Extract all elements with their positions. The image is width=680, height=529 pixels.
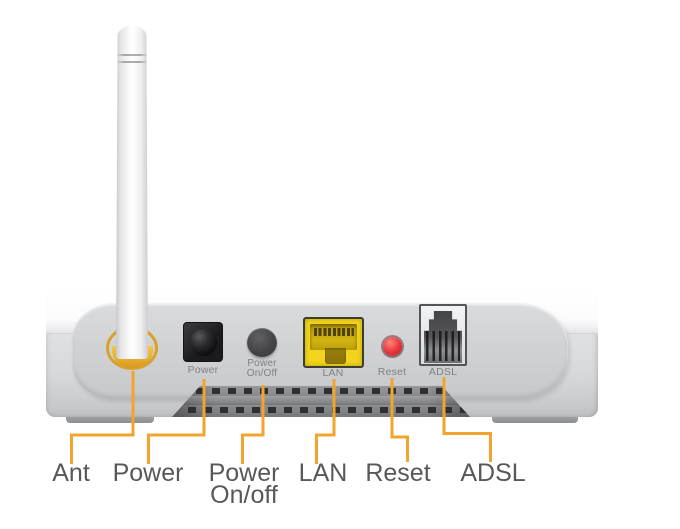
power-jack bbox=[183, 322, 223, 362]
power-switch-label-line2: On/Off bbox=[246, 367, 278, 379]
vent-slot-row-bottom bbox=[188, 407, 470, 413]
callout-power-on-off-line2: On/off bbox=[210, 481, 278, 509]
reset-button-label: Reset bbox=[377, 366, 407, 378]
antenna-groove bbox=[116, 61, 148, 63]
callout-power: Power bbox=[112, 459, 184, 487]
reset-button bbox=[383, 337, 402, 356]
power-jack-label: Power bbox=[187, 364, 219, 376]
power-on-off-button bbox=[247, 328, 277, 357]
adsl-socket bbox=[424, 311, 462, 363]
callout-ant: Ant bbox=[52, 459, 90, 487]
lan-socket-tab bbox=[325, 348, 346, 364]
lan-port-label: LAN bbox=[322, 367, 344, 379]
callout-adsl: ADSL bbox=[460, 459, 526, 487]
lan-socket bbox=[310, 324, 357, 350]
adsl-port-label: ADSL bbox=[428, 366, 458, 378]
callout-reset: Reset bbox=[365, 459, 431, 487]
adsl-port bbox=[419, 304, 467, 366]
antenna bbox=[116, 25, 148, 359]
vent-grille bbox=[172, 386, 470, 417]
callout-power-on-off: Power On/off bbox=[208, 459, 280, 509]
power-jack-hole bbox=[190, 329, 217, 356]
antenna-groove bbox=[116, 54, 148, 56]
power-switch-label-line1: Power bbox=[247, 358, 277, 369]
callout-power-on-off-line1: Power bbox=[208, 459, 280, 487]
vent-grille-divider bbox=[180, 396, 464, 405]
lan-socket-pins bbox=[314, 328, 354, 336]
adsl-socket-pins bbox=[426, 331, 460, 361]
router-foot-right bbox=[492, 414, 578, 423]
lan-port bbox=[303, 317, 364, 368]
power-switch-label: Power On/Off bbox=[234, 359, 290, 378]
vent-slot-row-top bbox=[196, 388, 470, 394]
callout-lan: LAN bbox=[298, 459, 348, 487]
